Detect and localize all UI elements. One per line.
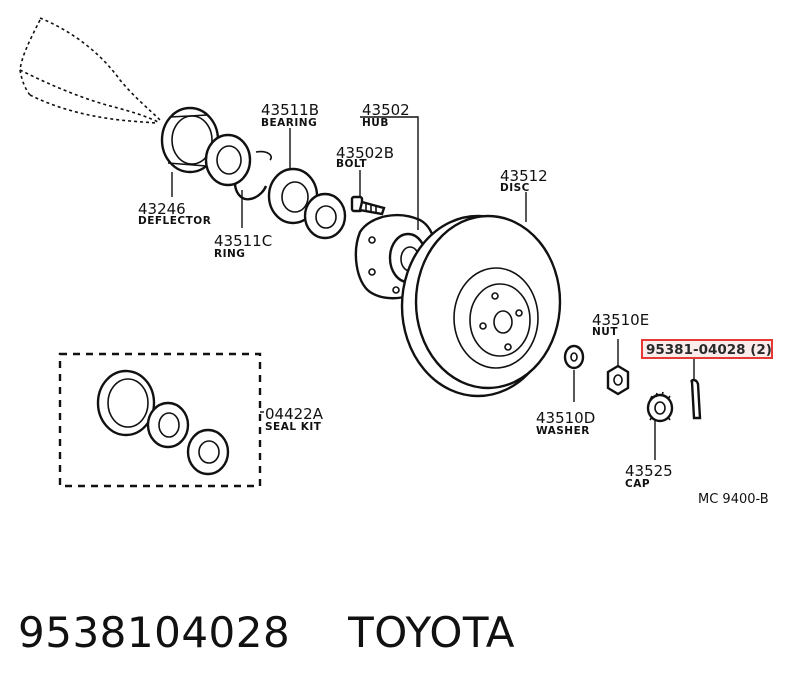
caption-part-number: 9538104028 (18, 608, 291, 657)
disc-part (400, 214, 562, 398)
bolt-part (350, 195, 386, 216)
svg-text:43510E: 43510E (592, 311, 649, 329)
svg-text:43525: 43525 (625, 462, 673, 480)
washer-part (563, 344, 585, 370)
highlighted-part-label[interactable]: 95381-04028 (2) (641, 339, 773, 359)
svg-text:DISC: DISC (500, 182, 530, 194)
svg-text:04422A: 04422A (265, 405, 324, 423)
label-washer: 43510D WASHER (536, 409, 595, 437)
label-bearing: 43511B BEARING (261, 101, 319, 129)
hand-pointer-icon (19, 17, 161, 124)
label-cap: 43525 CAP (625, 462, 673, 490)
svg-text:NUT: NUT (592, 326, 618, 338)
svg-text:95381-04028 (2): 95381-04028 (2) (646, 342, 772, 358)
highlight-box (641, 339, 773, 359)
svg-text:BEARING: BEARING (261, 117, 317, 129)
nut-part (606, 364, 630, 396)
svg-text:43510D: 43510D (536, 409, 595, 427)
svg-text:43512: 43512 (500, 167, 548, 185)
drawing-code: MC 9400-B (698, 492, 769, 507)
svg-text:43502: 43502 (362, 101, 410, 119)
caption: 9538104028 TOYOTA (18, 608, 515, 657)
svg-text:DEFLECTOR: DEFLECTOR (138, 215, 211, 227)
cotter-pin-part (690, 378, 702, 420)
svg-text:BOLT: BOLT (336, 158, 367, 170)
svg-text:43246: 43246 (138, 200, 186, 218)
label-ring: 43511C RING (214, 232, 272, 260)
svg-text:43502B: 43502B (336, 144, 394, 162)
leader-lines (171, 116, 695, 460)
label-nut: 43510E NUT (592, 311, 649, 338)
caption-brand: TOYOTA (348, 608, 516, 657)
cap-part (646, 391, 674, 423)
label-hub: 43502 HUB (362, 101, 410, 129)
svg-text:43511C: 43511C (214, 232, 272, 250)
seal-kit-box (58, 352, 262, 488)
label-deflector: 43246 DEFLECTOR (138, 200, 211, 227)
svg-text:HUB: HUB (362, 117, 389, 129)
svg-text:43511B: 43511B (261, 101, 319, 119)
svg-text:SEAL KIT: SEAL KIT (265, 421, 322, 433)
svg-text:CAP: CAP (625, 478, 650, 490)
svg-text:WASHER: WASHER (536, 425, 590, 437)
svg-text:RING: RING (214, 248, 245, 260)
label-bolt: 43502B BOLT (336, 144, 394, 170)
bearing-part (204, 133, 347, 240)
label-disc: 43512 DISC (500, 167, 548, 194)
label-seal-kit: 04422A SEAL KIT (265, 405, 324, 433)
